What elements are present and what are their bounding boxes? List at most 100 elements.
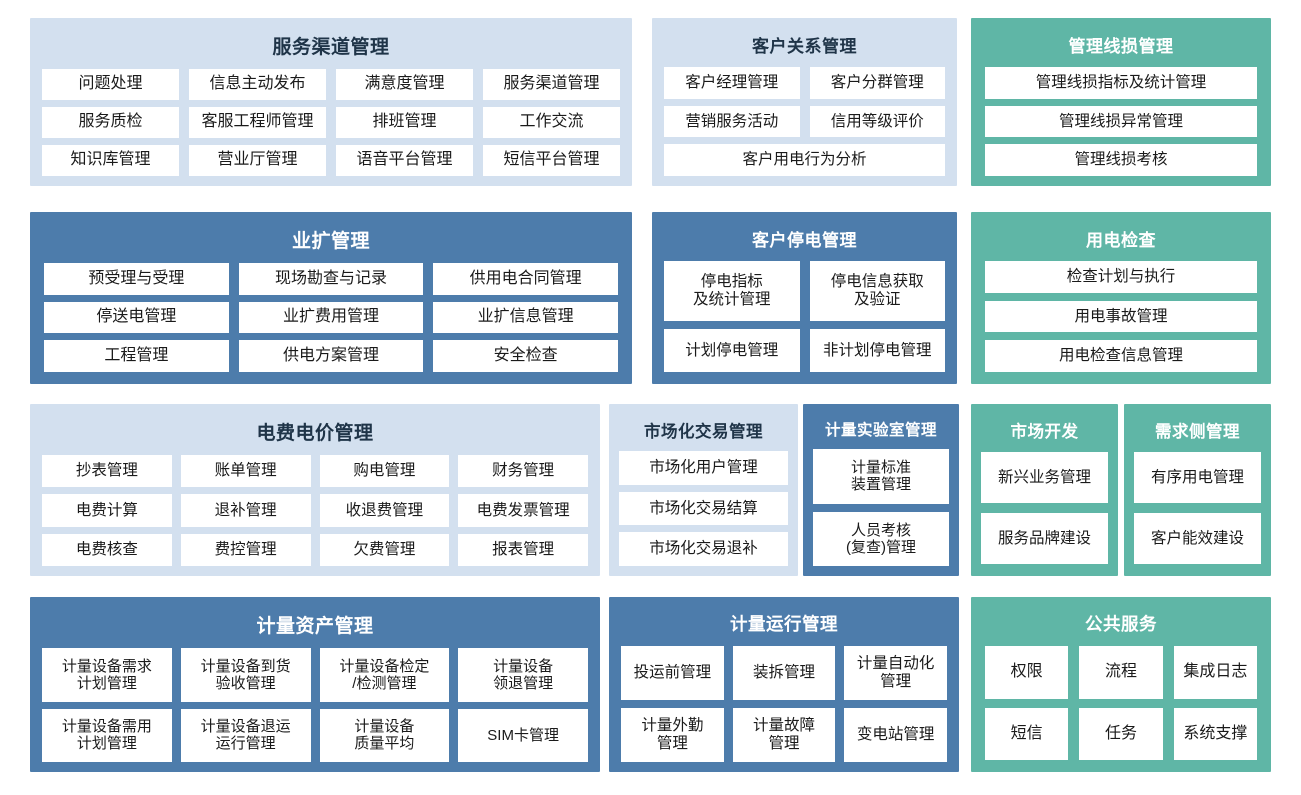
module-card[interactable]: 市场化交易结算: [619, 491, 788, 526]
module-grid-tariff: 抄表管理 账单管理 购电管理 财务管理 电费计算 退补管理 收退费管理 电费发票…: [42, 455, 588, 566]
panel-title-market-trade-management: 市场化交易管理: [644, 423, 763, 441]
module-card[interactable]: 营销服务活动: [664, 105, 800, 138]
module-card[interactable]: 安全检查: [433, 340, 618, 372]
module-card[interactable]: 业扩信息管理: [433, 301, 618, 334]
module-card[interactable]: 计量设备检定 /检测管理: [319, 648, 450, 702]
module-grid-market-development: 新兴业务管理 服务品牌建设: [981, 452, 1108, 564]
module-card[interactable]: 计量设备需求 计划管理: [42, 648, 172, 702]
module-card[interactable]: 客户经理管理: [664, 67, 800, 99]
module-grid-line-loss: 管理线损指标及统计管理 管理线损异常管理 管理线损考核: [985, 67, 1257, 176]
panel-meter-operation-management: 计量运行管理 投运前管理 装拆管理 计量自动化 管理 计量外勤 管理 计量故障 …: [609, 597, 959, 772]
module-grid-customer-relation: 客户经理管理 客户分群管理 营销服务活动 信用等级评价 客户用电行为分析: [664, 67, 945, 176]
module-card[interactable]: 检查计划与执行: [985, 261, 1257, 293]
module-card[interactable]: 计量设备退运 运行管理: [180, 708, 311, 762]
panel-title-customer-outage-management: 客户停电管理: [752, 231, 857, 250]
module-card[interactable]: 短信平台管理: [483, 145, 620, 176]
module-card[interactable]: 用电检查信息管理: [985, 340, 1257, 372]
module-card[interactable]: 计量外勤 管理: [621, 708, 724, 762]
module-card[interactable]: 计量自动化 管理: [844, 646, 947, 700]
panel-title-meter-laboratory-management: 计量实验室管理: [824, 422, 937, 439]
module-card[interactable]: 退补管理: [180, 494, 311, 527]
module-card[interactable]: 非计划停电管理: [809, 329, 945, 372]
module-card[interactable]: 问题处理: [42, 69, 179, 100]
panel-demand-side-management: 需求侧管理 有序用电管理 客户能效建设: [1124, 404, 1271, 576]
module-card[interactable]: 账单管理: [180, 455, 311, 488]
panel-customer-relation-management: 客户关系管理 客户经理管理 客户分群管理 营销服务活动 信用等级评价 客户用电行…: [652, 18, 957, 186]
module-card[interactable]: 语音平台管理: [336, 145, 473, 176]
module-card[interactable]: 预受理与受理: [44, 263, 229, 295]
module-grid-meter-operation: 投运前管理 装拆管理 计量自动化 管理 计量外勤 管理 计量故障 管理 变电站管…: [621, 646, 947, 762]
module-grid-meter-laboratory: 计量标准 装置管理 人员考核 (复查)管理: [813, 449, 949, 566]
module-card[interactable]: 计量设备需用 计划管理: [42, 708, 172, 762]
module-card[interactable]: 信息主动发布: [189, 69, 326, 100]
module-card[interactable]: 新兴业务管理: [981, 452, 1108, 503]
module-card[interactable]: 系统支撑: [1173, 707, 1257, 760]
module-card[interactable]: 计量设备 质量平均: [319, 708, 450, 762]
module-card[interactable]: 客户用电行为分析: [664, 144, 945, 176]
module-card[interactable]: 人员考核 (复查)管理: [813, 511, 949, 566]
module-card[interactable]: 市场化用户管理: [619, 451, 788, 485]
module-grid-meter-asset: 计量设备需求 计划管理 计量设备到货 验收管理 计量设备检定 /检测管理 计量设…: [42, 648, 588, 762]
module-card[interactable]: 服务品牌建设: [981, 513, 1108, 564]
module-grid-customer-outage: 停电指标 及统计管理 停电信息获取 及验证 计划停电管理 非计划停电管理: [664, 261, 945, 372]
module-card[interactable]: 流程: [1079, 646, 1163, 699]
module-card[interactable]: 营业厅管理: [189, 145, 326, 176]
module-card[interactable]: 收退费管理: [319, 494, 450, 527]
module-card[interactable]: 停电信息获取 及验证: [809, 261, 945, 322]
module-card[interactable]: 业扩费用管理: [238, 301, 424, 334]
module-card[interactable]: 排班管理: [336, 107, 473, 138]
module-card[interactable]: 任务: [1079, 707, 1163, 760]
module-card[interactable]: 电费发票管理: [458, 494, 588, 527]
module-card[interactable]: 欠费管理: [319, 533, 450, 566]
module-grid-power-inspection: 检查计划与执行 用电事故管理 用电检查信息管理: [985, 261, 1257, 372]
module-card[interactable]: 集成日志: [1173, 646, 1257, 699]
module-card[interactable]: 短信: [985, 707, 1069, 760]
module-card[interactable]: 权限: [985, 646, 1069, 699]
module-card[interactable]: 信用等级评价: [809, 105, 945, 138]
module-card[interactable]: 财务管理: [458, 455, 588, 488]
panel-expansion-management: 业扩管理 预受理与受理 现场勘查与记录 供用电合同管理 停送电管理 业扩费用管理…: [30, 212, 632, 384]
module-card[interactable]: 电费核查: [42, 533, 172, 566]
module-card[interactable]: 市场化交易退补: [619, 532, 788, 566]
module-card[interactable]: 用电事故管理: [985, 300, 1257, 333]
module-grid-service-channel: 问题处理 信息主动发布 满意度管理 服务渠道管理 服务质检 客服工程师管理 排班…: [42, 69, 620, 176]
module-card[interactable]: 电费计算: [42, 494, 172, 527]
module-card[interactable]: 计划停电管理: [664, 329, 800, 372]
module-card[interactable]: 购电管理: [319, 455, 450, 488]
panel-service-channel-management: 服务渠道管理 问题处理 信息主动发布 满意度管理 服务渠道管理 服务质检 客服工…: [30, 18, 632, 186]
panel-power-inspection: 用电检查 检查计划与执行 用电事故管理 用电检查信息管理: [971, 212, 1271, 384]
module-card[interactable]: 计量设备 领退管理: [458, 648, 588, 702]
module-card[interactable]: 管理线损指标及统计管理: [985, 67, 1257, 99]
module-card[interactable]: 计量故障 管理: [732, 708, 836, 762]
module-card[interactable]: 知识库管理: [42, 145, 179, 176]
module-card[interactable]: 管理线损异常管理: [985, 105, 1257, 138]
module-card[interactable]: 供用电合同管理: [433, 263, 618, 295]
module-card[interactable]: 装拆管理: [732, 646, 836, 700]
panel-market-development: 市场开发 新兴业务管理 服务品牌建设: [971, 404, 1118, 576]
module-card[interactable]: 变电站管理: [844, 708, 947, 762]
module-card[interactable]: 工程管理: [44, 340, 229, 372]
module-card[interactable]: 投运前管理: [621, 646, 724, 700]
module-card[interactable]: 抄表管理: [42, 455, 172, 488]
module-card[interactable]: 停电指标 及统计管理: [664, 261, 800, 322]
module-card[interactable]: 供电方案管理: [238, 340, 424, 372]
module-card[interactable]: 费控管理: [180, 533, 311, 566]
module-card[interactable]: 有序用电管理: [1134, 452, 1261, 503]
module-card[interactable]: 客服工程师管理: [189, 107, 326, 138]
module-card[interactable]: 报表管理: [458, 533, 588, 566]
module-card[interactable]: 现场勘查与记录: [238, 263, 424, 295]
module-card[interactable]: 客户分群管理: [809, 67, 945, 99]
module-grid-expansion: 预受理与受理 现场勘查与记录 供用电合同管理 停送电管理 业扩费用管理 业扩信息…: [44, 263, 618, 372]
module-card[interactable]: 工作交流: [483, 107, 620, 138]
module-card[interactable]: SIM卡管理: [458, 708, 588, 762]
module-card[interactable]: 客户能效建设: [1134, 513, 1261, 564]
module-card[interactable]: 计量标准 装置管理: [813, 449, 949, 504]
module-grid-public-service: 权限 流程 集成日志 短信 任务 系统支撑: [985, 646, 1257, 760]
module-card[interactable]: 停送电管理: [44, 301, 229, 334]
module-card[interactable]: 计量设备到货 验收管理: [180, 648, 311, 702]
module-card[interactable]: 服务质检: [42, 107, 179, 138]
panel-title-meter-asset-management: 计量资产管理: [256, 616, 374, 637]
module-card[interactable]: 管理线损考核: [985, 144, 1257, 176]
module-card[interactable]: 服务渠道管理: [483, 69, 620, 100]
module-card[interactable]: 满意度管理: [336, 69, 473, 100]
